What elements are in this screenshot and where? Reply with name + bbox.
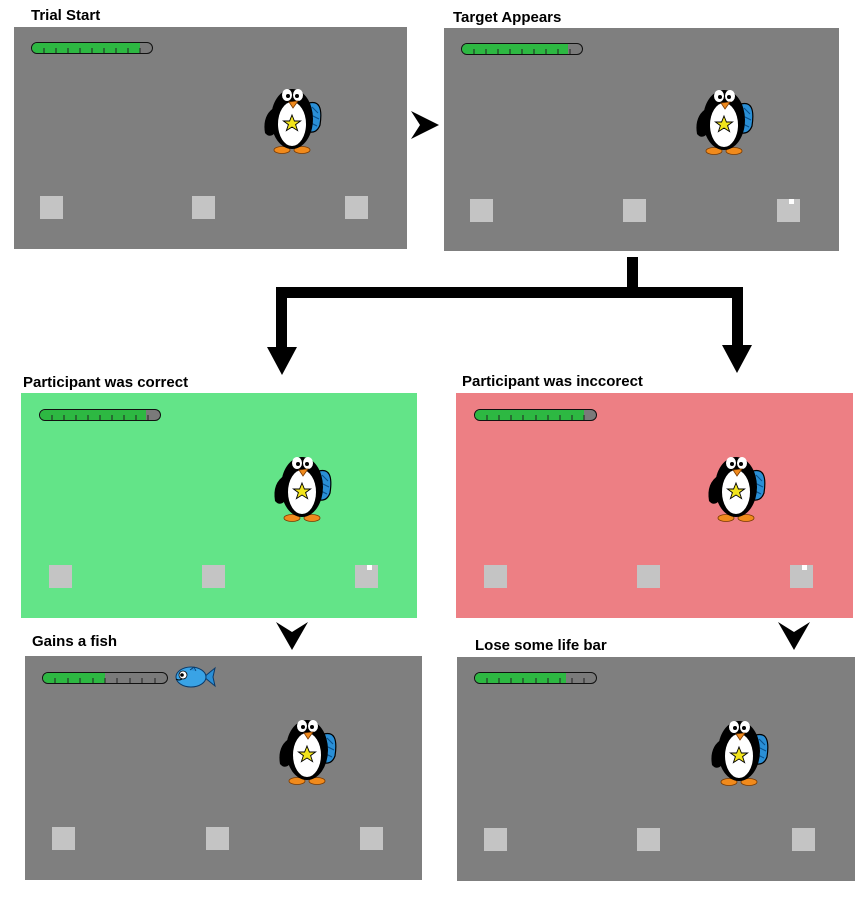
sheriff-star-icon [729, 745, 749, 764]
life-bar-ticks [51, 415, 149, 420]
sheriff-star-icon [292, 481, 312, 500]
arrow-icon [276, 622, 308, 650]
response-square-right[interactable] [360, 827, 383, 850]
label-lose-life: Lose some life bar [475, 637, 607, 654]
response-square-left[interactable] [484, 565, 507, 588]
life-bar-ticks [473, 49, 571, 54]
penguin-icon [277, 708, 339, 791]
life-bar-fill [462, 44, 568, 54]
target-dot [367, 565, 372, 570]
response-square-middle[interactable] [202, 565, 225, 588]
sheriff-star-icon [282, 113, 302, 132]
response-square-left[interactable] [484, 828, 507, 851]
response-square-middle[interactable] [637, 828, 660, 851]
response-square-middle[interactable] [206, 827, 229, 850]
response-square-right-target[interactable] [790, 565, 813, 588]
arrow-icon [267, 347, 297, 375]
response-square-left[interactable] [52, 827, 75, 850]
penguin-icon [262, 77, 324, 160]
branch-bar [276, 287, 743, 298]
panel-participant-correct [21, 393, 417, 618]
life-bar-ticks [486, 415, 585, 420]
life-bar [461, 43, 583, 55]
branch-stem [627, 257, 638, 293]
panel-participant-incorrect [456, 393, 853, 618]
response-square-middle[interactable] [637, 565, 660, 588]
panel-target-appears [444, 28, 839, 251]
life-bar [42, 672, 168, 684]
response-square-right-target[interactable] [777, 199, 800, 222]
life-bar-fill [475, 410, 584, 420]
panel-gains-fish [25, 656, 422, 880]
label-gains-fish: Gains a fish [32, 633, 118, 650]
penguin-icon [272, 445, 334, 528]
life-bar [474, 409, 597, 421]
response-square-middle[interactable] [623, 199, 646, 222]
life-bar [31, 42, 153, 54]
target-dot [789, 199, 794, 204]
penguin-icon [694, 78, 756, 161]
penguin-icon [709, 709, 771, 792]
arrow-icon [778, 622, 810, 650]
life-bar-ticks [43, 48, 141, 53]
label-target-appears: Target Appears [453, 9, 562, 26]
life-bar [39, 409, 161, 421]
life-bar-fill [40, 410, 146, 420]
life-bar-fill [32, 43, 140, 53]
life-bar-fill [43, 673, 105, 683]
sheriff-star-icon [297, 744, 317, 763]
sheriff-star-icon [726, 481, 746, 500]
arrow-icon [722, 345, 752, 373]
response-square-right-target[interactable] [355, 565, 378, 588]
life-bar-ticks [54, 678, 156, 683]
penguin-icon [706, 445, 768, 528]
life-bar [474, 672, 597, 684]
fish-icon [174, 664, 216, 695]
response-square-right[interactable] [345, 196, 368, 219]
response-square-left[interactable] [40, 196, 63, 219]
panel-lose-life [457, 657, 855, 881]
response-square-left[interactable] [470, 199, 493, 222]
response-square-left[interactable] [49, 565, 72, 588]
branch-right-drop [732, 287, 743, 349]
label-participant-correct: Participant was correct [23, 374, 189, 391]
life-bar-fill [475, 673, 566, 683]
response-square-right[interactable] [792, 828, 815, 851]
target-dot [802, 565, 807, 570]
label-trial-start: Trial Start [31, 7, 101, 24]
response-square-middle[interactable] [192, 196, 215, 219]
sheriff-star-icon [714, 114, 734, 133]
branch-left-drop [276, 287, 287, 349]
label-participant-incorrect: Participant was inccorect [462, 373, 643, 390]
arrow-icon [411, 111, 439, 139]
life-bar-ticks [486, 678, 585, 683]
panel-trial-start [14, 27, 407, 249]
